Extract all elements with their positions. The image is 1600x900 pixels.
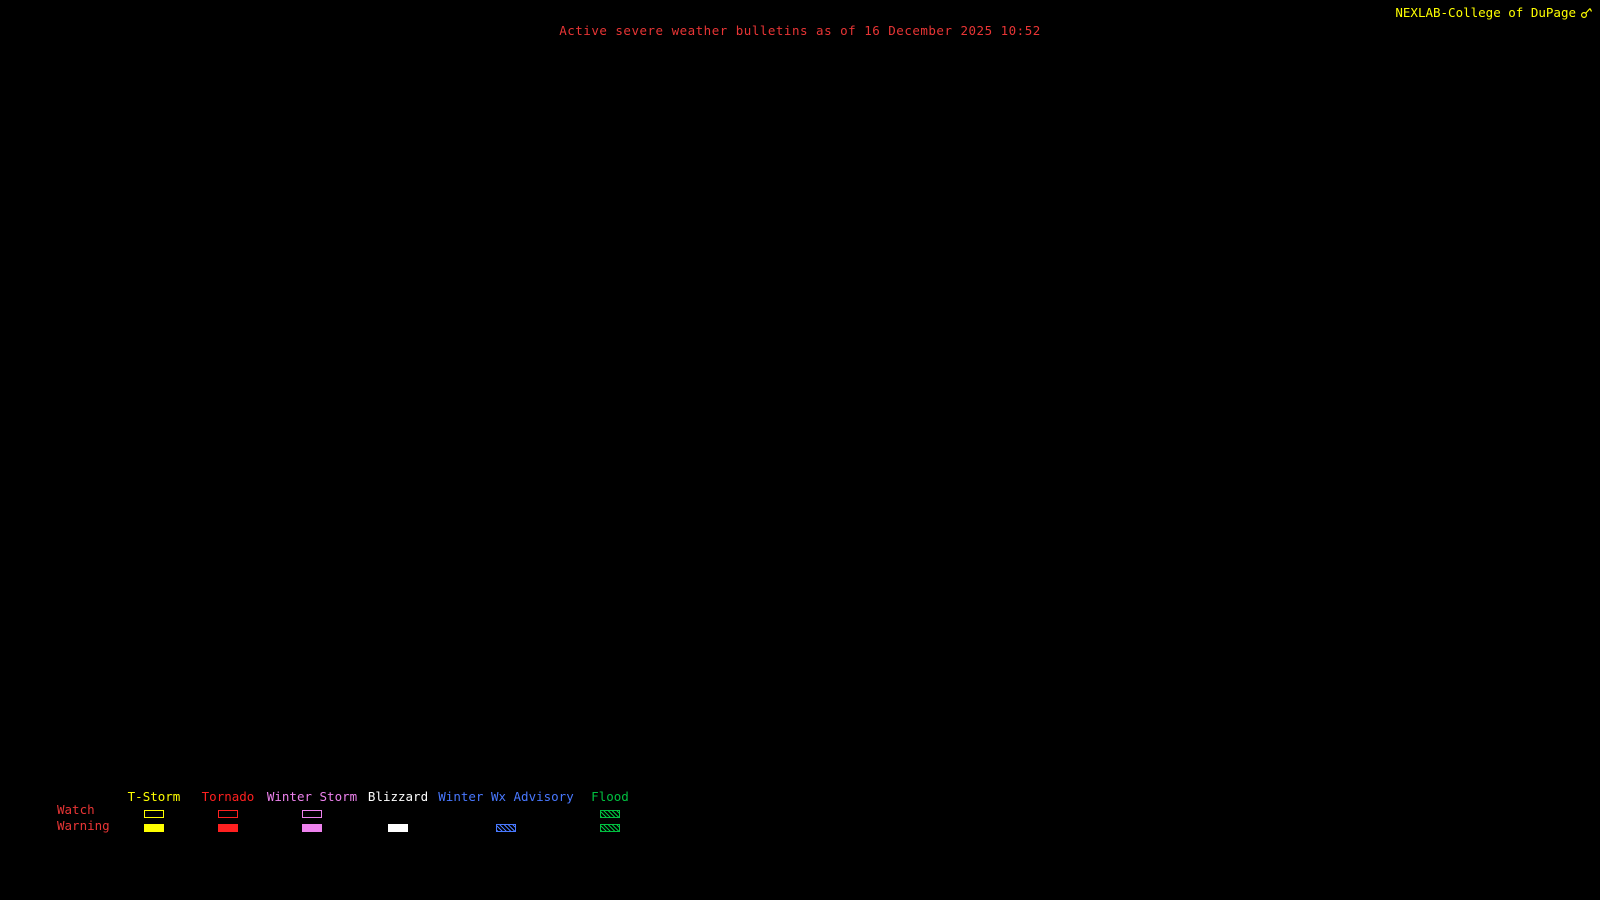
legend-column-tstorm: T-Storm <box>74 790 234 832</box>
legend-column-winter-storm: Winter Storm <box>232 790 392 832</box>
watch-swatch <box>600 810 620 818</box>
legend-column-label: Winter Wx Advisory <box>438 789 574 804</box>
legend-row-labels: Watch Warning <box>57 802 110 834</box>
watch-swatch <box>144 810 164 818</box>
legend-column-label: T-Storm <box>127 789 181 804</box>
legend-watch-label: Watch <box>57 802 95 817</box>
warning-swatch <box>144 824 164 832</box>
watch-swatch <box>218 810 238 818</box>
legend-column-label: Tornado <box>201 789 255 804</box>
warning-swatch <box>600 824 620 832</box>
legend-column-label: Flood <box>591 789 629 804</box>
legend-column-tornado: Tornado <box>148 790 308 832</box>
brand-header: NEXLAB-College of DuPage <box>1395 5 1592 20</box>
legend-column-label: Blizzard <box>367 789 429 804</box>
legend-column-blizzard: Blizzard <box>318 790 478 832</box>
warning-swatch <box>496 824 516 832</box>
station-model-icon <box>1580 7 1592 19</box>
legend-column-flood: Flood <box>530 790 690 832</box>
brand-label: NEXLAB-College of DuPage <box>1395 5 1576 20</box>
warning-swatch <box>218 824 238 832</box>
warning-swatch <box>388 824 408 832</box>
watch-swatch <box>302 810 322 818</box>
warning-swatch <box>302 824 322 832</box>
legend-warning-label: Warning <box>57 818 110 833</box>
legend-column-label: Winter Storm <box>266 789 358 804</box>
bulletin-title: Active severe weather bulletins as of 16… <box>559 23 1041 38</box>
legend: Watch Warning T-Storm Tornado Winter Sto… <box>0 790 1600 842</box>
legend-column-winter-wx-advisory: Winter Wx Advisory <box>426 790 586 832</box>
